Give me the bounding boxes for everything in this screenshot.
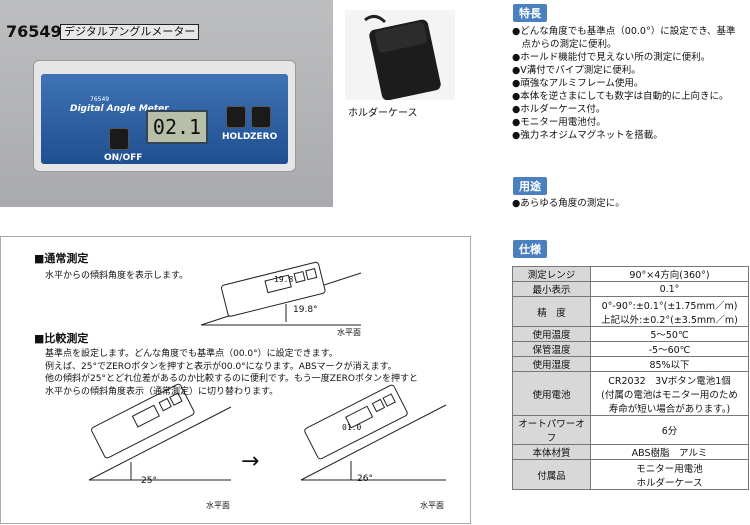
normal-title: ■通常測定 <box>34 252 89 265</box>
uses-heading: 用途 <box>513 177 547 195</box>
onoff-label: ON/OFF <box>104 153 143 163</box>
normal-lcd-reading: 19.8 <box>274 275 294 284</box>
zero-key <box>251 106 271 128</box>
zero-label: ZERO <box>250 132 278 142</box>
diagram-panel: ■通常測定 水平からの傾斜角度を表示します。 <box>0 236 471 524</box>
case-caption: ホルダーケース <box>348 108 418 119</box>
normal-desc: 水平からの傾斜角度を表示します。 <box>45 271 189 281</box>
normal-horizon-label: 水平面 <box>337 328 361 337</box>
product-photo: 76549 デジタルアングルメーター 76549 Digital Angle M… <box>0 0 333 207</box>
compare-angle-1: 25° <box>141 476 157 486</box>
compare-horizon-1: 水平面 <box>206 501 230 510</box>
feature-item: ●ホールド機能付で見えない所の測定に便利。 <box>512 52 711 63</box>
compare-lcd-reading: 01.0 <box>342 423 362 432</box>
feature-item: 点からの測定に便利。 <box>512 39 617 50</box>
case-photo <box>345 10 455 100</box>
feature-item: ●どんな角度でも基準点（00.0°）に設定でき、基準 <box>512 26 736 37</box>
model-number: 76549 <box>6 22 62 41</box>
uses-item: ●あらゆる角度の測定に。 <box>512 198 625 209</box>
hold-label: HOLD <box>222 132 251 142</box>
table-row: 付属品モニター用電池ホルダーケース <box>512 459 749 490</box>
feature-item: ●本体を逆さまにしても数字は自動的に上向きに。 <box>512 91 729 102</box>
device-brand-line: Digital Angle Meter <box>70 104 169 114</box>
specs-heading: 仕様 <box>513 240 547 258</box>
features-list: ●どんな角度でも基準点（00.0°）に設定でき、基準 点からの測定に便利。 ●ホ… <box>512 25 748 142</box>
onoff-key <box>109 128 129 150</box>
normal-angle: 19.8° <box>293 305 318 315</box>
feature-item: ●モニター用電池付。 <box>512 117 606 128</box>
model-name: デジタルアングルメーター <box>60 24 200 40</box>
feature-item: ●ホルダーケース付。 <box>512 104 606 115</box>
compare-horizon-2: 水平面 <box>420 501 444 510</box>
compare-title: ■比較測定 <box>34 332 89 345</box>
diagram-drawing <box>88 261 447 481</box>
features-heading: 特長 <box>513 4 547 22</box>
feature-item: ●強力ネオジムマグネットを搭載。 <box>512 130 663 141</box>
feature-item: ●V溝付でパイプ測定に便利。 <box>512 65 641 76</box>
device-small-label: 76549 <box>90 96 110 103</box>
arrow-icon: → <box>241 449 260 474</box>
compare-angle-2: 26° <box>357 474 373 484</box>
hold-key <box>226 106 246 128</box>
device-lcd: 02.1 <box>146 110 208 144</box>
compare-desc: 基準点を設定します。どんな角度でも基準点（00.0°）に設定できます。 例えば、… <box>45 349 418 397</box>
case-image <box>364 15 441 100</box>
feature-item: ●頑強なアルミフレーム使用。 <box>512 78 644 89</box>
table-row: 保管温度-5～60℃ <box>512 341 749 357</box>
